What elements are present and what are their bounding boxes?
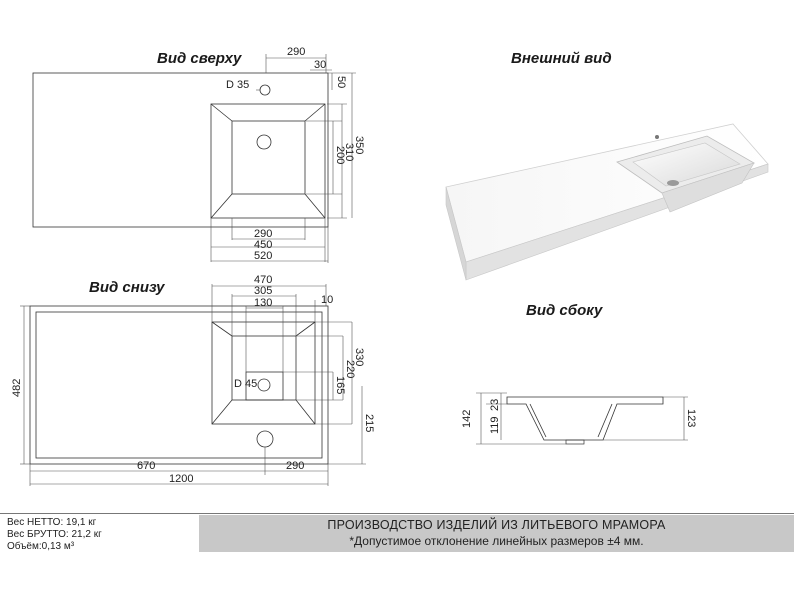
top-view-heading: Вид сверху	[157, 50, 242, 67]
dim-bot-165: 165	[334, 376, 346, 394]
top-view-faucet-hole	[259, 84, 271, 96]
exterior-view-heading: Внешний вид	[511, 50, 612, 67]
bottom-view-faucet-hole	[256, 430, 274, 448]
bottom-view-basin-inner	[231, 335, 297, 401]
net-weight: Вес НЕТТО: 19,1 кг	[7, 517, 97, 528]
top-view: Вид сверху 290 30 D 35 50 200 310	[32, 46, 365, 263]
bottom-view-countertop-outer	[29, 305, 329, 465]
gross-weight: Вес БРУТТО: 21,2 кг	[7, 529, 102, 540]
top-view-drain-hole	[256, 134, 272, 150]
bottom-view-basin-outer	[211, 321, 316, 425]
dim-bot-305: 305	[254, 285, 272, 297]
dim-side-142: 142	[461, 410, 473, 428]
exterior-view: Внешний вид	[445, 50, 769, 281]
dim-bot-b290: 290	[286, 460, 304, 472]
top-view-basin-inner	[231, 120, 306, 195]
bottom-view-heading: Вид снизу	[89, 279, 165, 296]
side-view: Вид сбоку 142 23 119 123	[461, 302, 697, 445]
dim-top-290: 290	[287, 46, 305, 58]
bottom-view-drain-hole	[257, 378, 271, 392]
bottom-view-drain-box	[245, 371, 284, 401]
bottom-view: Вид снизу 470 305 130 10 482	[11, 274, 375, 486]
dim-top-30: 30	[314, 59, 326, 71]
dim-bot-670: 670	[137, 460, 155, 472]
bottom-view-countertop-inner	[35, 311, 323, 459]
dim-bot-215: 215	[363, 414, 375, 432]
dim-bot-hole: D 45	[234, 378, 257, 390]
side-view-drain	[565, 439, 585, 445]
exterior-drain	[667, 180, 679, 186]
side-view-heading: Вид сбоку	[526, 302, 603, 319]
dim-top-b450: 450	[254, 239, 272, 251]
dim-bot-330: 330	[353, 348, 365, 366]
top-view-countertop	[32, 72, 329, 228]
volume: Объём:0,13 м³	[7, 541, 75, 552]
footer-divider	[0, 513, 794, 514]
dim-side-123: 123	[685, 409, 697, 427]
dim-top-350: 350	[353, 136, 365, 154]
dim-side-23: 23	[489, 399, 501, 411]
dim-bot-470: 470	[254, 274, 272, 286]
dim-bot-10: 10	[321, 294, 333, 306]
dim-top-b290: 290	[254, 228, 272, 240]
exterior-faucet-hole	[655, 135, 659, 139]
dim-side-119: 119	[489, 416, 501, 434]
footer-title: ПРОИЗВОДСТВО ИЗДЕЛИЙ ИЗ ЛИТЬЕВОГО МРАМОР…	[327, 518, 666, 532]
dim-top-310: 310	[343, 143, 355, 161]
footer-specs: Вес НЕТТО: 19,1 кг Вес БРУТТО: 21,2 кг О…	[0, 515, 198, 596]
footer-note: *Допустимое отклонение линейных размеров…	[349, 534, 644, 548]
dim-top-b520: 520	[254, 250, 272, 262]
dim-top-hole: D 35	[226, 79, 249, 91]
top-view-basin-outer	[210, 103, 326, 219]
dim-top-50: 50	[335, 76, 347, 88]
dim-top-200: 200	[334, 146, 346, 164]
dim-bot-1200: 1200	[169, 473, 193, 485]
dim-bot-130: 130	[254, 297, 272, 309]
dim-bot-220: 220	[344, 360, 356, 378]
dim-bot-482: 482	[11, 379, 23, 397]
footer-banner: ПРОИЗВОДСТВО ИЗДЕЛИЙ ИЗ ЛИТЬЕВОГО МРАМОР…	[199, 515, 794, 552]
side-view-slab	[506, 396, 664, 441]
